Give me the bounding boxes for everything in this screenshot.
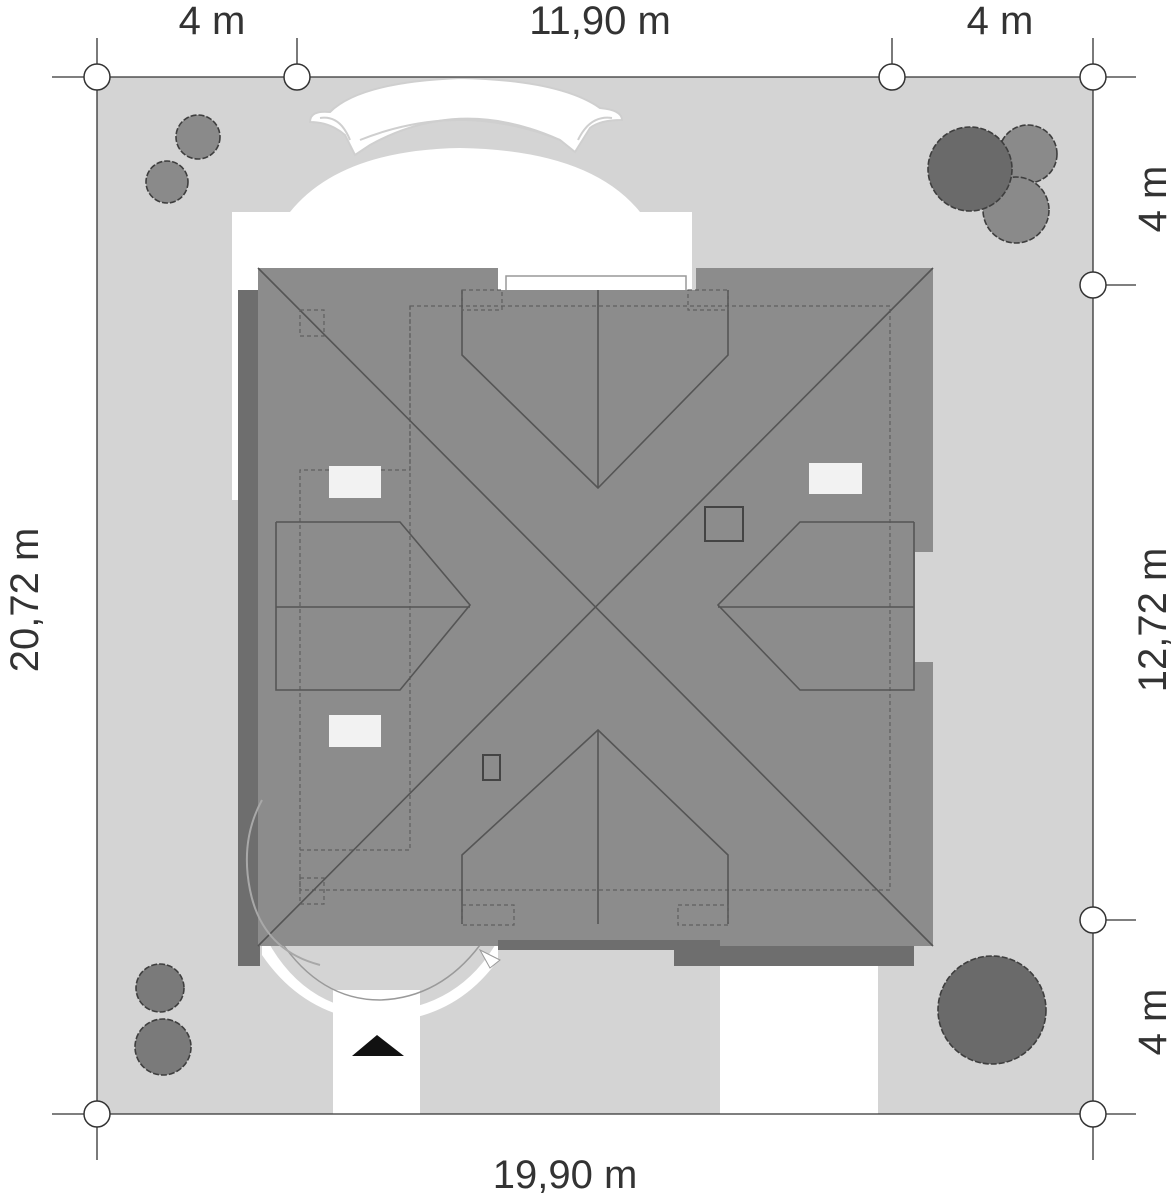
dim-top-center: 11,90 m: [529, 0, 671, 43]
tree-icon: [134, 1018, 192, 1076]
skylight: [329, 466, 381, 498]
axis-node-icon: [83, 63, 111, 91]
axis-node-icon: [1079, 1100, 1107, 1128]
tree-icon: [937, 955, 1047, 1065]
skylight: [809, 463, 862, 494]
tree-icon: [175, 114, 221, 160]
skylight: [329, 715, 381, 747]
axis-node-icon: [83, 1100, 111, 1128]
tree-icon: [135, 963, 185, 1013]
axis-node-icon: [878, 63, 906, 91]
axis-node-icon: [1079, 63, 1107, 91]
dimension-labels: 4 m 11,90 m 4 m 19,90 m 20,72 m 4 m 12,7…: [3, 0, 1173, 1197]
axis-lines: [52, 38, 1136, 1160]
axis-node-icon: [283, 63, 311, 91]
dim-right-middle: 12,72 m: [1131, 548, 1173, 693]
dim-top-left: 4 m: [179, 0, 246, 43]
entrance-arrow-icon: [352, 1035, 404, 1056]
tree-icon: [145, 160, 189, 204]
rear-terrace: [262, 930, 501, 1022]
dim-top-right: 4 m: [967, 0, 1034, 43]
dim-right-bottom: 4 m: [1131, 989, 1173, 1056]
dim-left: 20,72 m: [3, 528, 47, 673]
tree-icon: [927, 126, 1013, 212]
trees: [134, 114, 1058, 1076]
rear-terrace-outline: [245, 799, 321, 966]
axis-nodes: [83, 63, 1107, 1128]
axis-node-icon: [1079, 271, 1107, 299]
dim-bottom: 19,90 m: [493, 1153, 638, 1197]
axis-node-icon: [1079, 906, 1107, 934]
roof: [257, 267, 934, 947]
dim-right-top: 4 m: [1131, 166, 1173, 233]
chimney-small: [482, 754, 501, 781]
chimney: [704, 506, 744, 542]
